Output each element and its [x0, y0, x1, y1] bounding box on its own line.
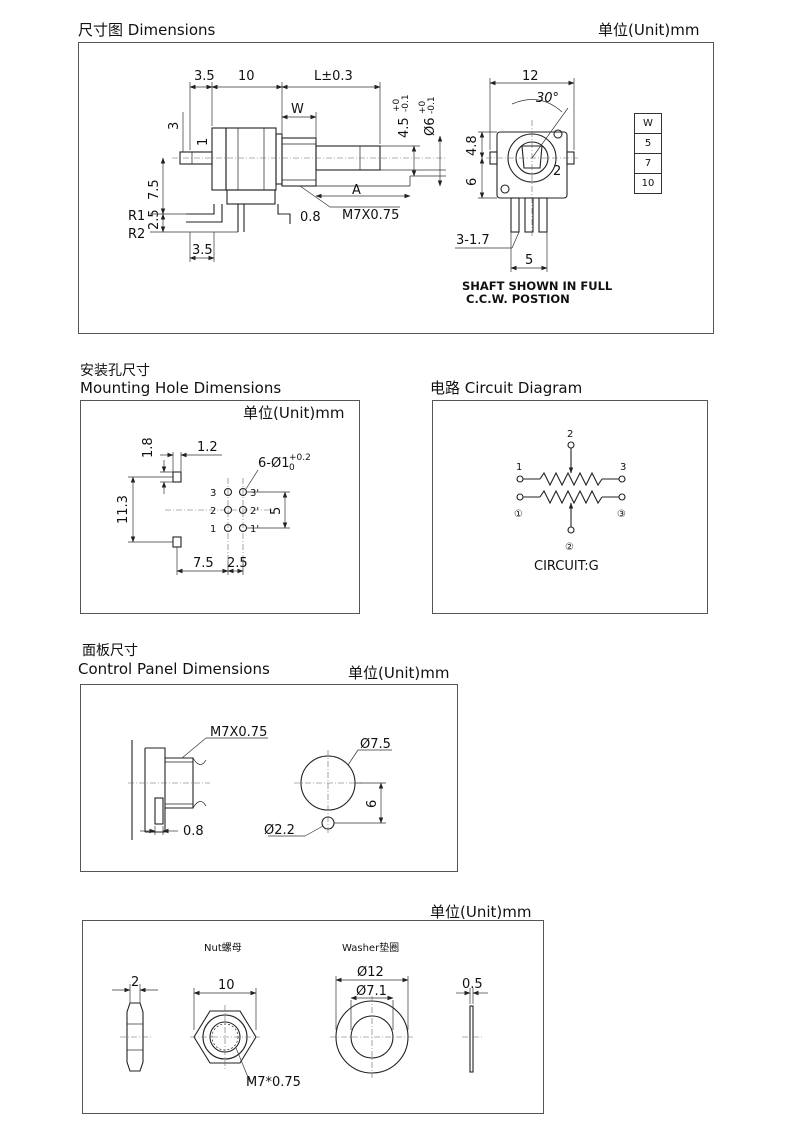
- unit-label-panel: 单位(Unit)mm: [348, 664, 450, 682]
- nut-dim-10: 10: [218, 978, 235, 993]
- dim-1: 1: [196, 138, 211, 146]
- nut-washer-drawing: Nut螺母 Washer垫圈 2 10 M7*0.75 Ø12: [112, 941, 488, 1090]
- dim-angle: 30°: [536, 91, 559, 106]
- nut-label: Nut螺母: [204, 942, 242, 954]
- mount-dim-1-8: 1.8: [141, 437, 156, 458]
- washer-dim-7-1: Ø7.1: [356, 984, 387, 999]
- dim-12: 12: [522, 69, 539, 84]
- w-table-cell: 5: [634, 133, 662, 154]
- dim-L: L±0.3: [314, 69, 353, 84]
- mount-pin-label: 3: [210, 488, 216, 499]
- unit-label-nut: 单位(Unit)mm: [430, 903, 532, 921]
- dim-6-tol-dn: -0.1: [427, 96, 437, 114]
- nut-thread-label: M7*0.75: [246, 1075, 301, 1090]
- circuit-pin-2: 2: [567, 429, 573, 440]
- mount-pin-label: 1: [210, 524, 216, 535]
- control-panel-drawing: M7X0.75 0.8 Ø7.5 6 Ø2.2: [128, 725, 392, 840]
- dim-A: A: [352, 183, 361, 198]
- washer-label: Washer垫圈: [342, 941, 399, 954]
- panel-dim-0-8: 0.8: [183, 824, 204, 839]
- note-line-2: C.C.W. POSTION: [466, 292, 570, 306]
- panel-dim-2-2: Ø2.2: [264, 823, 295, 838]
- label-R2: R2: [128, 227, 145, 242]
- label-R1: R1: [128, 209, 145, 224]
- dim-3: 3: [167, 122, 182, 130]
- dim-5-front: 5: [525, 253, 533, 268]
- thread-callout: M7X0.75: [342, 208, 399, 223]
- w-table: W 5 7 10: [634, 113, 662, 194]
- dim-W: W: [291, 102, 304, 117]
- note-line-1: SHAFT SHOWN IN FULL: [462, 279, 613, 293]
- mount-pin-label: 1': [250, 524, 259, 535]
- panel-heading-en: Control Panel Dimensions: [78, 660, 270, 678]
- circuit-pin-2b: ②: [565, 542, 574, 553]
- circuit-pin-3b: ③: [617, 509, 626, 520]
- circuit-drawing: 1 2 3 ① ② ③ CIRCUIT:G: [514, 429, 626, 574]
- mount-dim-7-5: 7.5: [193, 556, 214, 571]
- dim-4-5-tol-dn: -0.1: [401, 94, 411, 112]
- front-view-drawing: 12 30° 4.8 6 2 3-1.7 5 SHAFT SHOWN IN FU…: [455, 69, 613, 306]
- mounting-heading-en: Mounting Hole Dimensions: [80, 379, 282, 397]
- dim-6-tol-up: +0: [418, 100, 428, 114]
- washer-dim-0-5: 0.5: [462, 977, 483, 992]
- dim-10: 10: [238, 69, 255, 84]
- w-table-cell: 10: [634, 173, 662, 194]
- control-panel-panel: [80, 684, 458, 872]
- dim-3-5-bottom: 3.5: [192, 243, 213, 258]
- mounting-heading-cn: 安装孔尺寸: [80, 363, 150, 379]
- circuit-pin-1b: ①: [514, 509, 523, 520]
- mount-holes-tol-dn: 0: [289, 463, 295, 473]
- mounting-panel: [80, 400, 360, 614]
- unit-label-top: 单位(Unit)mm: [598, 21, 700, 39]
- dim-3-5-top: 3.5: [194, 69, 215, 84]
- mount-dim-2-5: 2.5: [227, 556, 248, 571]
- dim-7-5: 7.5: [147, 179, 162, 200]
- dim-4-5-tol-up: +0: [392, 98, 402, 112]
- dim-6-front: 6: [465, 178, 480, 186]
- mount-holes-label: 6-Ø1: [258, 456, 289, 471]
- dimensions-heading: 尺寸图 Dimensions: [78, 21, 216, 39]
- unit-label-mount: 单位(Unit)mm: [243, 404, 345, 422]
- dim-4-8: 4.8: [465, 135, 480, 156]
- mount-holes-tol-up: +0.2: [289, 453, 311, 463]
- washer-dim-12: Ø12: [357, 965, 384, 980]
- panel-dim-6: 6: [365, 800, 380, 808]
- circuit-pin-1: 1: [516, 462, 522, 473]
- panel-thread-callout: M7X0.75: [210, 725, 267, 740]
- circuit-type-label: CIRCUIT:G: [534, 559, 599, 574]
- mount-dim-11-3: 11.3: [116, 495, 131, 524]
- mount-dim-1-2: 1.2: [197, 440, 218, 455]
- dim-6-dia: Ø6: [423, 117, 438, 136]
- mount-pin-label: 2': [250, 506, 259, 517]
- pin-label-2: 2: [553, 164, 561, 179]
- mount-pin-label: 2: [210, 506, 216, 517]
- dim-0-8: 0.8: [300, 210, 321, 225]
- nut-dim-2: 2: [131, 975, 139, 990]
- dim-3-1-7: 3-1.7: [456, 233, 490, 248]
- mount-pin-label: 3': [250, 488, 259, 499]
- mount-dim-5: 5: [269, 507, 284, 515]
- side-view-drawing: 3.5 10 L±0.3 W 3 1 7.5 2.5 R1 R2 3.5 0.8…: [128, 69, 446, 262]
- circuit-heading: 电路 Circuit Diagram: [430, 379, 583, 397]
- dim-4-5: 4.5: [397, 117, 412, 138]
- dim-2-5: 2.5: [147, 209, 162, 230]
- panel-heading-cn: 面板尺寸: [82, 643, 138, 659]
- panel-dim-7-5: Ø7.5: [360, 737, 391, 752]
- dimensions-panel: [78, 42, 714, 334]
- circuit-pin-3: 3: [620, 462, 626, 473]
- nut-washer-panel: [82, 920, 544, 1114]
- mounting-drawing: 1.8 1.2 6-Ø1 +0.2 0 11.3 5 7.5 2.5 3 2 1…: [116, 437, 311, 575]
